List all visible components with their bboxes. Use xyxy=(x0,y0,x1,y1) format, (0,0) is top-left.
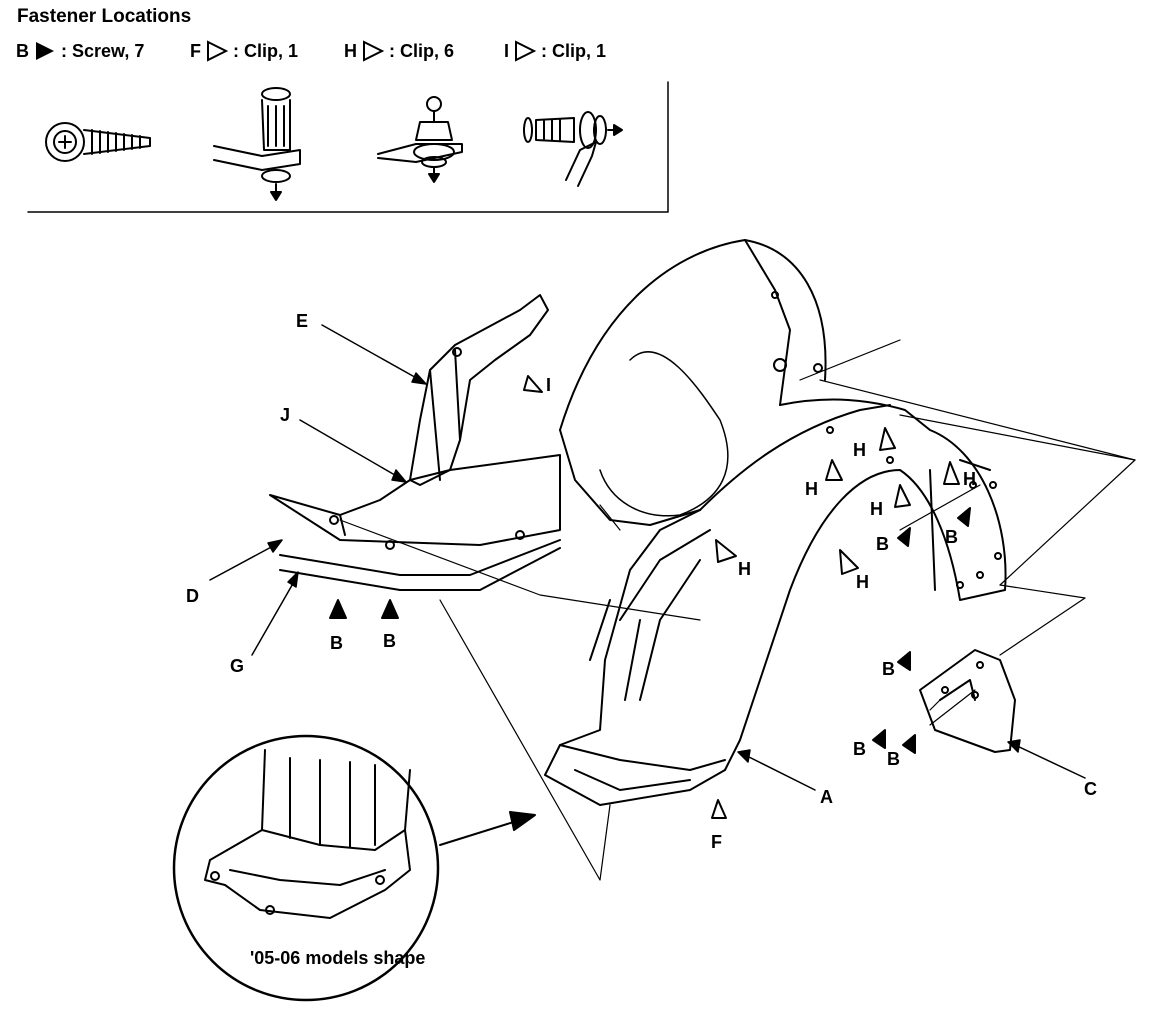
legend-item-clip-h: H : Clip, 6 xyxy=(344,40,454,62)
open-triangle-icon xyxy=(207,40,229,62)
callout-i: I xyxy=(546,375,552,395)
legend-item-screw-b: B : Screw, 7 xyxy=(16,40,144,62)
legend-letter: H xyxy=(344,40,357,61)
callout-b: B xyxy=(330,633,343,653)
legend-item-clip-i: I : Clip, 1 xyxy=(504,40,606,62)
callout-h: H xyxy=(963,469,976,489)
inset-caption: '05-06 models shape xyxy=(250,948,426,968)
legend-letter: B xyxy=(16,40,29,61)
clip-i-illustration xyxy=(523,111,623,187)
callout-h: H xyxy=(870,499,883,519)
label-a: A xyxy=(820,787,833,807)
legend-box xyxy=(27,81,669,213)
legend-letter: I xyxy=(504,40,510,61)
callout-b: B xyxy=(945,527,958,547)
callout-h: H xyxy=(805,479,818,499)
callout-b: B xyxy=(882,659,895,679)
page-title: Fastener Locations xyxy=(17,6,192,27)
label-j: J xyxy=(280,405,291,425)
label-f: F xyxy=(711,832,722,852)
tire-outline xyxy=(599,351,729,517)
label-c: C xyxy=(1084,779,1097,799)
label-d: D xyxy=(186,586,199,606)
guide-lines xyxy=(339,339,1136,881)
legend-item-clip-f: F : Clip, 1 xyxy=(190,40,298,62)
open-triangle-icon xyxy=(363,40,385,62)
callout-b: B xyxy=(876,534,889,554)
screw-illustration xyxy=(45,122,151,162)
callout-b: B xyxy=(887,749,900,769)
leader-lines xyxy=(209,324,1086,791)
screw-markers xyxy=(329,507,971,754)
legend-text: : Clip, 1 xyxy=(233,40,299,61)
callout-b: B xyxy=(853,739,866,759)
open-triangle-icon xyxy=(515,40,537,62)
legend-text: : Screw, 7 xyxy=(61,40,145,61)
clip-f-illustration xyxy=(213,87,301,201)
legend-letter: F xyxy=(190,40,201,61)
callout-h: H xyxy=(856,572,869,592)
legend-text: : Clip, 1 xyxy=(541,40,607,61)
fender-liner-a xyxy=(544,239,1007,806)
clip-markers xyxy=(523,375,960,819)
label-e: E xyxy=(296,311,309,331)
legend-text: : Clip, 6 xyxy=(389,40,455,61)
clip-h-illustration xyxy=(377,96,463,183)
inset-arrow xyxy=(439,811,536,846)
front-splash-shield xyxy=(269,294,561,591)
callout-h: H xyxy=(738,559,751,579)
label-g: G xyxy=(230,656,245,676)
callout-b: B xyxy=(383,631,396,651)
callout-h: H xyxy=(853,440,866,460)
inset-detail-circle xyxy=(172,734,440,1002)
rear-liner-c xyxy=(919,649,1016,753)
filled-triangle-icon xyxy=(36,42,55,61)
